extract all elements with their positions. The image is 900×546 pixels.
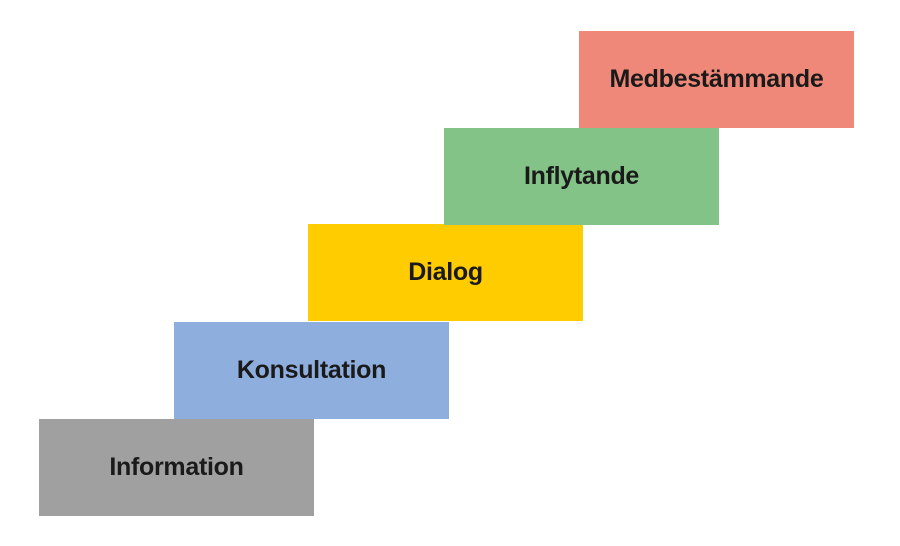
step-label: Dialog — [408, 258, 483, 286]
step-inflytande: Inflytande — [444, 128, 719, 225]
step-label: Information — [109, 453, 244, 481]
step-konsultation: Konsultation — [174, 322, 449, 419]
step-medbestammande: Medbestämmande — [579, 31, 854, 128]
step-label: Konsultation — [236, 356, 387, 384]
step-information: Information — [39, 419, 314, 516]
step-label: Inflytande — [523, 162, 640, 190]
step-dialog: Dialog — [308, 224, 583, 321]
step-label: Medbestämmande — [609, 65, 824, 93]
